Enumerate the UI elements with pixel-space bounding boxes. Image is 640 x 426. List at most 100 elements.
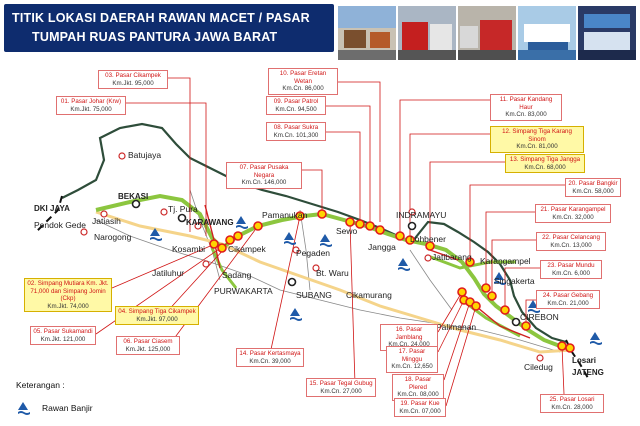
legend-flood-label: Rawan Banjir [42,403,93,413]
place-subang: SUBANG [296,290,332,300]
marker [487,291,497,301]
place-jatibarang: Jatibarang [432,252,472,262]
marker [217,243,227,253]
label-loc-13: 13. Simpang Tiga Jangga Km.Cn. 68,000 [505,154,585,174]
place-karawang: KARAWANG [186,218,234,227]
photo-traffic [458,6,516,60]
label-loc-17: 17. Pasar Minggu Km.Cn. 12,650 [386,346,438,373]
marker [471,301,481,311]
label-loc-06: 06. Pasar Ciasem Km.Jkt. 125,000 [116,336,180,356]
marker [355,219,365,229]
label-loc-25: 25. Pasar Losari Km.Cn. 28,000 [540,394,604,414]
place-ciledug: Ciledug [524,362,553,372]
label-loc-10: 10. Pasar Eretan Wetan Km.Cn. 86,000 [268,68,338,95]
marker [565,343,575,353]
place-narogong: Narogong [94,232,132,242]
label-loc-15: 15. Pasar Tegal Gubug Km.Cn. 27,000 [306,378,376,398]
marker [425,241,435,251]
marker [295,211,305,221]
flood-icon [236,216,248,229]
marker [395,231,405,241]
marker [345,217,355,227]
marker [465,257,475,267]
place-sadang: Sadang [222,270,252,280]
photo-market-street [338,6,396,60]
place-cikampek: Cikampek [228,244,266,254]
photo-buses [398,6,456,60]
marker [521,321,531,331]
flood-icon [320,234,332,247]
place-losari: Losari [572,356,597,365]
place-jatiasih: Jatiasih [92,216,121,226]
label-loc-12: 12. Simpang Tiga Karang Sinom Km.Cn. 81,… [490,126,584,153]
title-line-1: TITIK LOKASI DAERAH RAWAN MACET / PASAR [12,11,310,25]
place-kosambi: Kosambi [172,244,206,254]
label-loc-19: 19. Pasar Kue Km.Cn. 07,000 [394,398,446,418]
place-karangampel: Karangampel [480,256,531,266]
place-singakerta: Singakerta [494,276,535,286]
map-title: TITIK LOKASI DAERAH RAWAN MACET / PASAR … [4,4,334,52]
marker [481,283,491,293]
place-cirebon: CIREBON [520,312,559,322]
photo-station [578,6,636,60]
marker [365,221,375,231]
label-loc-07: 07. Pasar Pusaka Negara Km.Cn. 146,000 [226,162,302,189]
legend-row-flood: Rawan Banjir [16,400,93,416]
place-pondok-gede: Pondok Gede [34,220,86,230]
label-loc-09: 09. Pasar Patrol Km.Cn. 94,500 [266,96,326,116]
place-jateng: JATENG [572,368,604,377]
label-loc-20: 20. Pasar Bangkir Km.Cn. 58,000 [565,178,621,198]
location-markers [209,209,575,353]
marker [233,231,243,241]
label-loc-14: 14. Pasar Kertasmaya Km.Cn. 39,000 [236,348,304,368]
marker [253,221,263,231]
label-loc-04: 04. Simpang Tiga Cikampek Km.Jkt. 97,000 [115,306,199,326]
label-loc-18: 18. Pasar Plered Km.Cn. 08,000 [392,374,444,401]
flood-icon [290,308,302,321]
label-loc-24: 24. Pasar Gebang Km.Cn. 21,000 [536,290,600,310]
marker [375,225,385,235]
flood-icon [398,258,410,271]
city-dots [80,152,544,362]
flood-icon [590,332,602,345]
place-lohbener: Lohbener [410,234,446,244]
place-sewo: Sewo [336,226,358,236]
flood-icon [528,300,540,313]
label-loc-23: 23. Pasar Mundu Km.Cn. 6,000 [540,260,602,280]
place-purwakarta: PURWAKARTA [214,286,273,296]
title-line-2: TUMPAH RUAS PANTURA JAWA BARAT [32,30,278,44]
marker [317,209,327,219]
secondary-road [95,210,573,354]
place-indramayu: INDRAMAYU [396,210,447,220]
label-loc-02: 02. Simpang Mutiara Km. Jkt. 71,000 dan … [24,278,112,313]
place-bekasi: BEKASI [118,192,149,201]
label-loc-03: 03. Pasar Cikampek Km.Jkt. 95,000 [98,70,168,90]
flood-icon [18,402,30,415]
marker [557,341,567,351]
place-pegaden: Pegaden [296,248,331,258]
flood-icon [284,232,296,245]
photo-strip [338,6,636,60]
marker [457,287,467,297]
place-bt-waru: Bt. Waru [316,268,349,278]
label-loc-05: 05. Pasar Sukamandi Km.Jkt. 121,000 [30,326,96,346]
marker [500,305,510,315]
place-palimanan: Palimanan [436,322,477,332]
marker [405,235,415,245]
marker [225,235,235,245]
label-loc-21: 21. Pasar Karangampel Km.Cn. 32,000 [535,204,611,224]
flood-icons [150,216,602,345]
flood-icon [150,228,162,241]
place-tj-pura: Tj. Pura [168,204,198,214]
marker [209,239,219,249]
label-loc-22: 22. Pasar Celancang Km.Cn. 13,000 [536,232,606,252]
city-capitals [131,199,521,327]
leader-lines [95,77,565,407]
photo-ship [518,6,576,60]
label-loc-11: 11. Pasar Kandang Haur Km.Cn. 83,000 [490,94,562,121]
place-dki-jaya: DKI JAYA [34,204,70,213]
place-jangga: Jangga [368,242,396,252]
flood-icon [494,272,506,285]
place-jatiluhur: Jatiluhur [152,268,185,278]
